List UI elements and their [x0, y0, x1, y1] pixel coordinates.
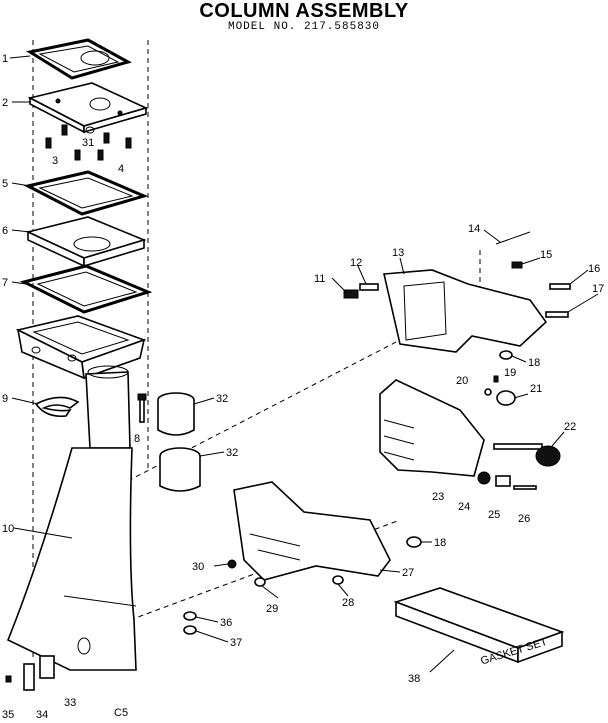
callout-22: 22 [564, 421, 576, 433]
part-33-plate [39, 655, 55, 679]
part-7-gasket [19, 264, 153, 314]
part-16-bolt [549, 283, 571, 290]
callout-32-upper: 32 [216, 393, 228, 405]
callout-7: 7 [2, 277, 8, 289]
part-13-swivel-bracket [383, 269, 548, 353]
callout-18-lower: 18 [434, 537, 446, 549]
part-6-plate [25, 216, 147, 268]
callout-9: 9 [2, 393, 8, 405]
callout-labels: 1 2 3 31 4 5 6 7 9 8 32 32 10 11 12 13 1… [2, 53, 604, 721]
part-37-washer [183, 625, 197, 635]
callout-26: 26 [518, 513, 530, 525]
callout-31: 31 [82, 137, 94, 149]
part-18-washer-upper [499, 350, 513, 360]
callout-30: 30 [192, 561, 204, 573]
part-5-gasket [23, 170, 149, 216]
callout-24: 24 [458, 501, 470, 513]
callout-5: 5 [2, 178, 8, 190]
leader-lines [9, 55, 599, 673]
part-35-screw [5, 675, 12, 683]
part-column-housing [15, 315, 147, 449]
callout-19: 19 [504, 367, 516, 379]
callout-18-upper: 18 [528, 357, 540, 369]
part-27-clamp-bracket [233, 481, 391, 581]
part-36-washer [183, 611, 197, 621]
part-25-block [495, 475, 511, 487]
callout-3: 3 [52, 155, 58, 167]
part-32-clamp-lower [159, 447, 201, 492]
callout-29: 29 [266, 603, 278, 615]
part-32-clamp-upper [157, 392, 195, 436]
part-17-bolt [545, 311, 569, 318]
callout-6: 6 [2, 225, 8, 237]
page-code: C5 [114, 707, 128, 719]
part-20-washer [484, 388, 492, 396]
callout-2: 2 [2, 97, 8, 109]
callout-37: 37 [230, 637, 242, 649]
part-10-lower-leg [6, 447, 137, 671]
part-9-clip [34, 396, 80, 418]
callout-11: 11 [314, 273, 325, 285]
part-19-pin [493, 375, 499, 383]
part-18-washer-lower [406, 536, 422, 548]
part-28-washer [332, 575, 344, 585]
part-21-cap [496, 390, 516, 406]
part-2-plate [27, 82, 149, 134]
diagram-title: COLUMN ASSEMBLY [199, 0, 409, 22]
callout-4: 4 [118, 163, 124, 175]
part-30-nut [227, 559, 237, 569]
callout-16: 16 [588, 263, 600, 275]
part-22-thumb-screw [493, 443, 561, 467]
part-23-tilt-bracket [379, 379, 485, 477]
callout-12: 12 [350, 257, 362, 269]
callout-27: 27 [402, 567, 414, 579]
part-14-pin [495, 231, 531, 245]
callout-32-lower: 32 [226, 447, 238, 459]
callout-34: 34 [36, 709, 48, 721]
alignment-line-27 [129, 519, 401, 621]
part-38-gasket-set-box: GASKET SET [393, 587, 565, 668]
callout-15: 15 [540, 249, 552, 261]
callout-8: 8 [134, 433, 140, 445]
callout-20: 20 [456, 375, 468, 387]
callout-36: 36 [220, 617, 232, 629]
part-8-screw [137, 393, 147, 423]
callout-17: 17 [592, 283, 604, 295]
callout-38: 38 [408, 673, 420, 685]
callout-21: 21 [530, 383, 542, 395]
callout-25: 25 [488, 509, 500, 521]
callout-35: 35 [2, 709, 14, 721]
part-24-nut [477, 471, 491, 485]
alignment-line-13 [119, 339, 401, 486]
callout-33: 33 [64, 697, 76, 709]
part-15-fitting [511, 261, 523, 269]
callout-14: 14 [468, 223, 480, 235]
parts-3-4-31-fasteners [45, 124, 132, 161]
callout-23: 23 [432, 491, 444, 503]
callout-13: 13 [392, 247, 404, 259]
part-11-spring [343, 289, 359, 299]
part-12-bolt [359, 283, 379, 291]
callout-28: 28 [342, 597, 354, 609]
model-number: MODEL NO. 217.585830 [227, 21, 381, 33]
part-29-washer [254, 577, 266, 587]
part-26-pin [513, 485, 537, 490]
part-34-bracket [23, 663, 35, 691]
part-1-gasket [26, 38, 132, 80]
callout-10: 10 [2, 523, 14, 535]
callout-1: 1 [2, 53, 8, 65]
